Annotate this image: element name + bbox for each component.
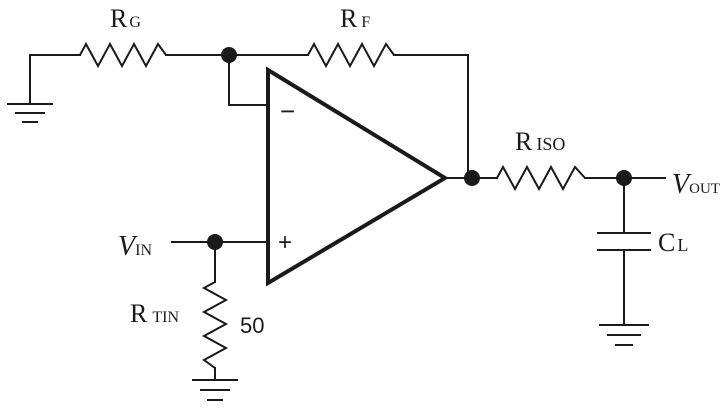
junction-dot-output (464, 170, 480, 186)
resistor-rf (307, 41, 395, 69)
resistor-riso (496, 164, 586, 192)
plus-sign: + (278, 229, 292, 256)
junction-dot-vin (207, 234, 223, 250)
label-vin: VIN (118, 231, 152, 262)
minus-sign: − (280, 96, 295, 126)
label-vout: VOUT (672, 169, 720, 200)
label-rtin-sub: TIN (152, 309, 179, 326)
junction-dot-inverting (221, 47, 237, 63)
label-rtin-value: 50 (240, 313, 264, 338)
label-riso-sub: ISO (536, 134, 565, 154)
resistor-rtin (201, 281, 229, 369)
opamp-triangle (266, 66, 449, 287)
label-rf-sub: F (361, 14, 370, 31)
junction-dot-vout (616, 170, 632, 186)
label-vin-sub: IN (135, 242, 152, 259)
label-cl-sub: L (677, 235, 688, 255)
label-vout-sub: OUT (689, 181, 720, 197)
ground-cl (599, 324, 649, 346)
ground-rtin (192, 379, 238, 401)
label-rg-sub: G (129, 14, 141, 31)
wire-node-to-inverting (228, 54, 269, 106)
resistor-rg (79, 41, 167, 69)
ground-rg (7, 54, 53, 123)
wire-rf-feedback (393, 54, 469, 179)
